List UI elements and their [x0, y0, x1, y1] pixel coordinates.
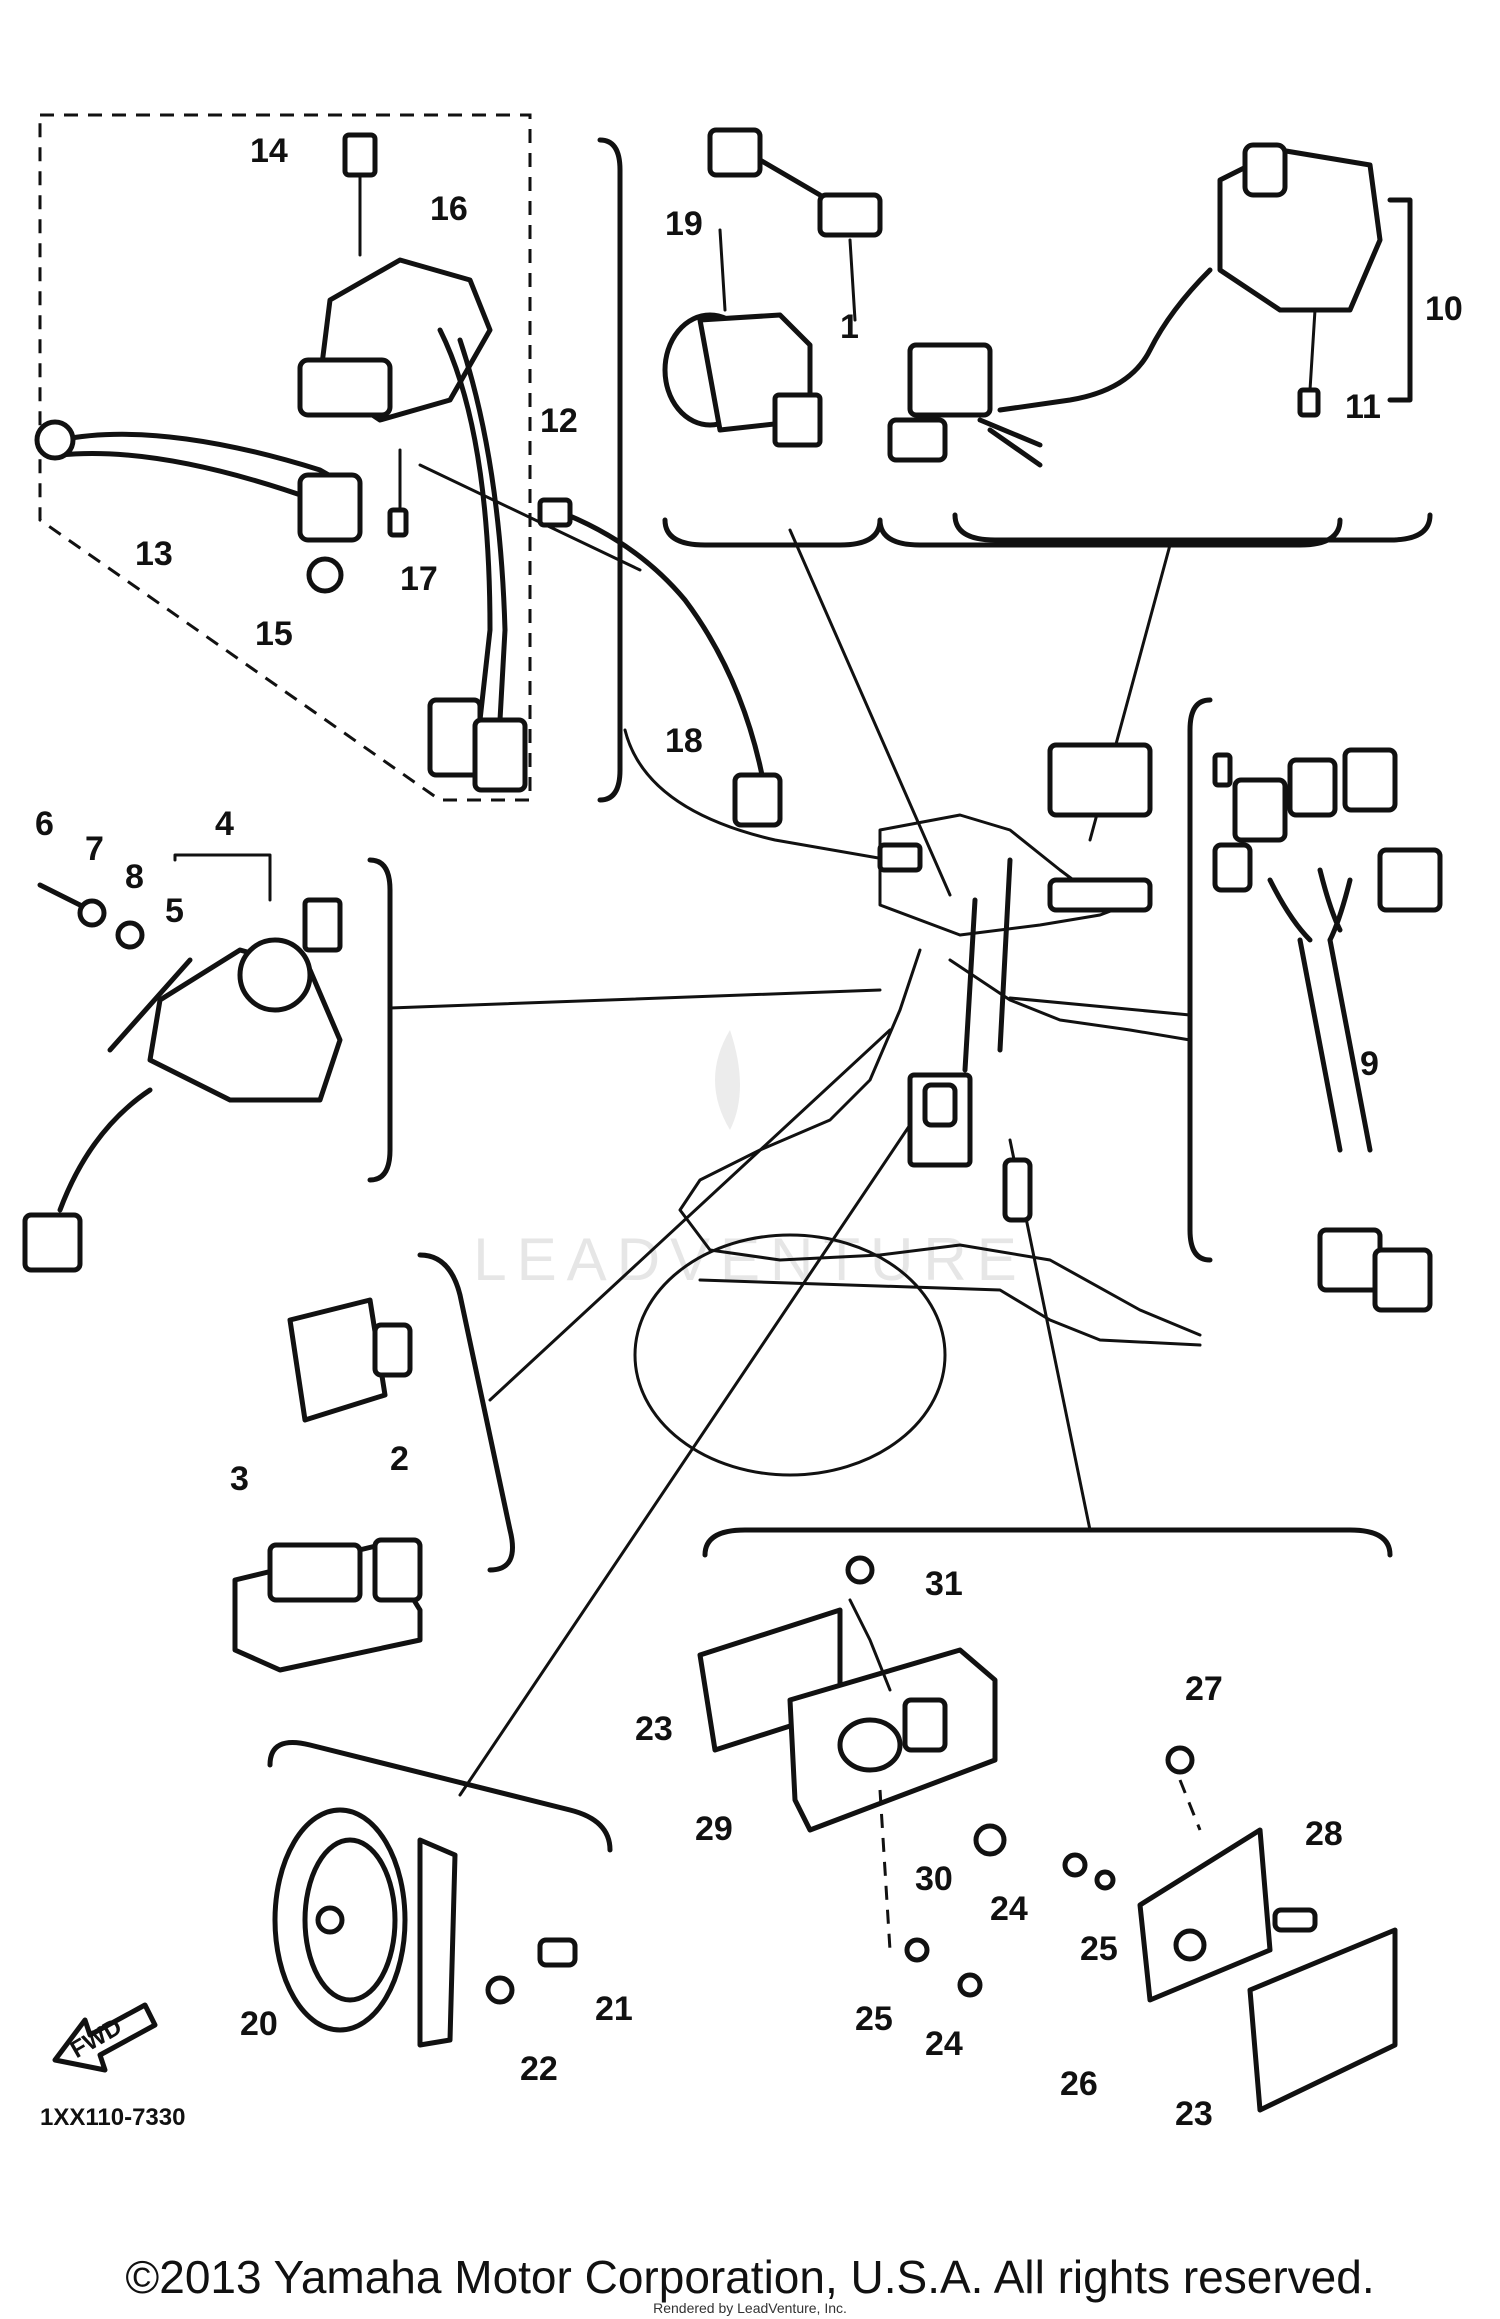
callout-17: 17 — [400, 560, 438, 598]
motorcycle-outline — [633, 742, 1202, 1477]
fwd-arrow: FWD — [52, 2002, 158, 2073]
part-4-main-switch — [22, 853, 343, 1273]
callout-31: 31 — [925, 1565, 963, 1603]
callout-18: 18 — [665, 722, 703, 760]
callout-27: 27 — [1185, 1670, 1223, 1708]
part-2-relay — [287, 1297, 413, 1423]
part-29-license-light — [697, 1555, 1007, 1963]
callout-9: 9 — [1360, 1045, 1379, 1083]
callout-21: 21 — [595, 1990, 633, 2028]
part-18-clutch-switch-cable — [537, 497, 783, 828]
callout-11: 11 — [1345, 388, 1381, 426]
callouts: 1 2 3 4 5 6 7 8 9 10 11 12 13 14 15 16 1… — [35, 132, 1463, 2133]
callout-24-upper: 24 — [990, 1890, 1028, 1928]
part-1-wire-lead — [707, 127, 883, 322]
callout-1: 1 — [840, 308, 859, 346]
group-brackets — [267, 137, 1433, 1853]
callout-10: 10 — [1425, 290, 1463, 328]
callout-7: 7 — [85, 830, 104, 868]
callout-20: 20 — [240, 2005, 278, 2043]
callout-14: 14 — [250, 132, 288, 170]
part-9-wire-harness — [1212, 747, 1443, 1313]
part-26-reflector-bracket — [957, 1745, 1398, 2113]
callout-2: 2 — [390, 1440, 409, 1478]
callout-22: 22 — [520, 2050, 558, 2088]
part-12-clutch-lever-assembly — [34, 132, 528, 793]
callout-12: 12 — [540, 402, 578, 440]
callout-23-lower: 23 — [1175, 2095, 1213, 2133]
callout-19: 19 — [665, 205, 703, 243]
drawing-code: 1XX110-7330 — [40, 2104, 185, 2131]
callout-24-lower: 24 — [925, 2025, 963, 2063]
part-19-flasher-relay — [662, 228, 823, 448]
callout-6: 6 — [35, 805, 54, 843]
callout-28: 28 — [1305, 1815, 1343, 1853]
callout-25-lower: 25 — [855, 2000, 893, 2038]
part-10-handlebar-switch — [887, 142, 1383, 468]
callout-26: 26 — [1060, 2065, 1098, 2103]
callout-25-upper: 25 — [1080, 1930, 1118, 1968]
callout-15: 15 — [255, 615, 293, 653]
part-3-flasher-unit — [232, 1537, 423, 1673]
leader-lines — [388, 463, 1192, 1797]
callout-23-upper: 23 — [635, 1710, 673, 1748]
callout-29: 29 — [695, 1810, 733, 1848]
copyright-notice: ©2013 Yamaha Motor Corporation, U.S.A. A… — [125, 2251, 1375, 2303]
callout-13: 13 — [135, 535, 173, 573]
clutch-assembly-outline — [38, 113, 532, 802]
rendered-by-notice: Rendered by LeadVenture, Inc. — [653, 2300, 847, 2316]
part-20-horn — [272, 1807, 578, 2048]
callout-4: 4 — [215, 805, 234, 843]
callout-5: 5 — [165, 892, 184, 930]
callout-30: 30 — [915, 1860, 953, 1898]
callout-3: 3 — [230, 1460, 249, 1498]
callout-8: 8 — [125, 858, 144, 896]
callout-16: 16 — [430, 190, 468, 228]
